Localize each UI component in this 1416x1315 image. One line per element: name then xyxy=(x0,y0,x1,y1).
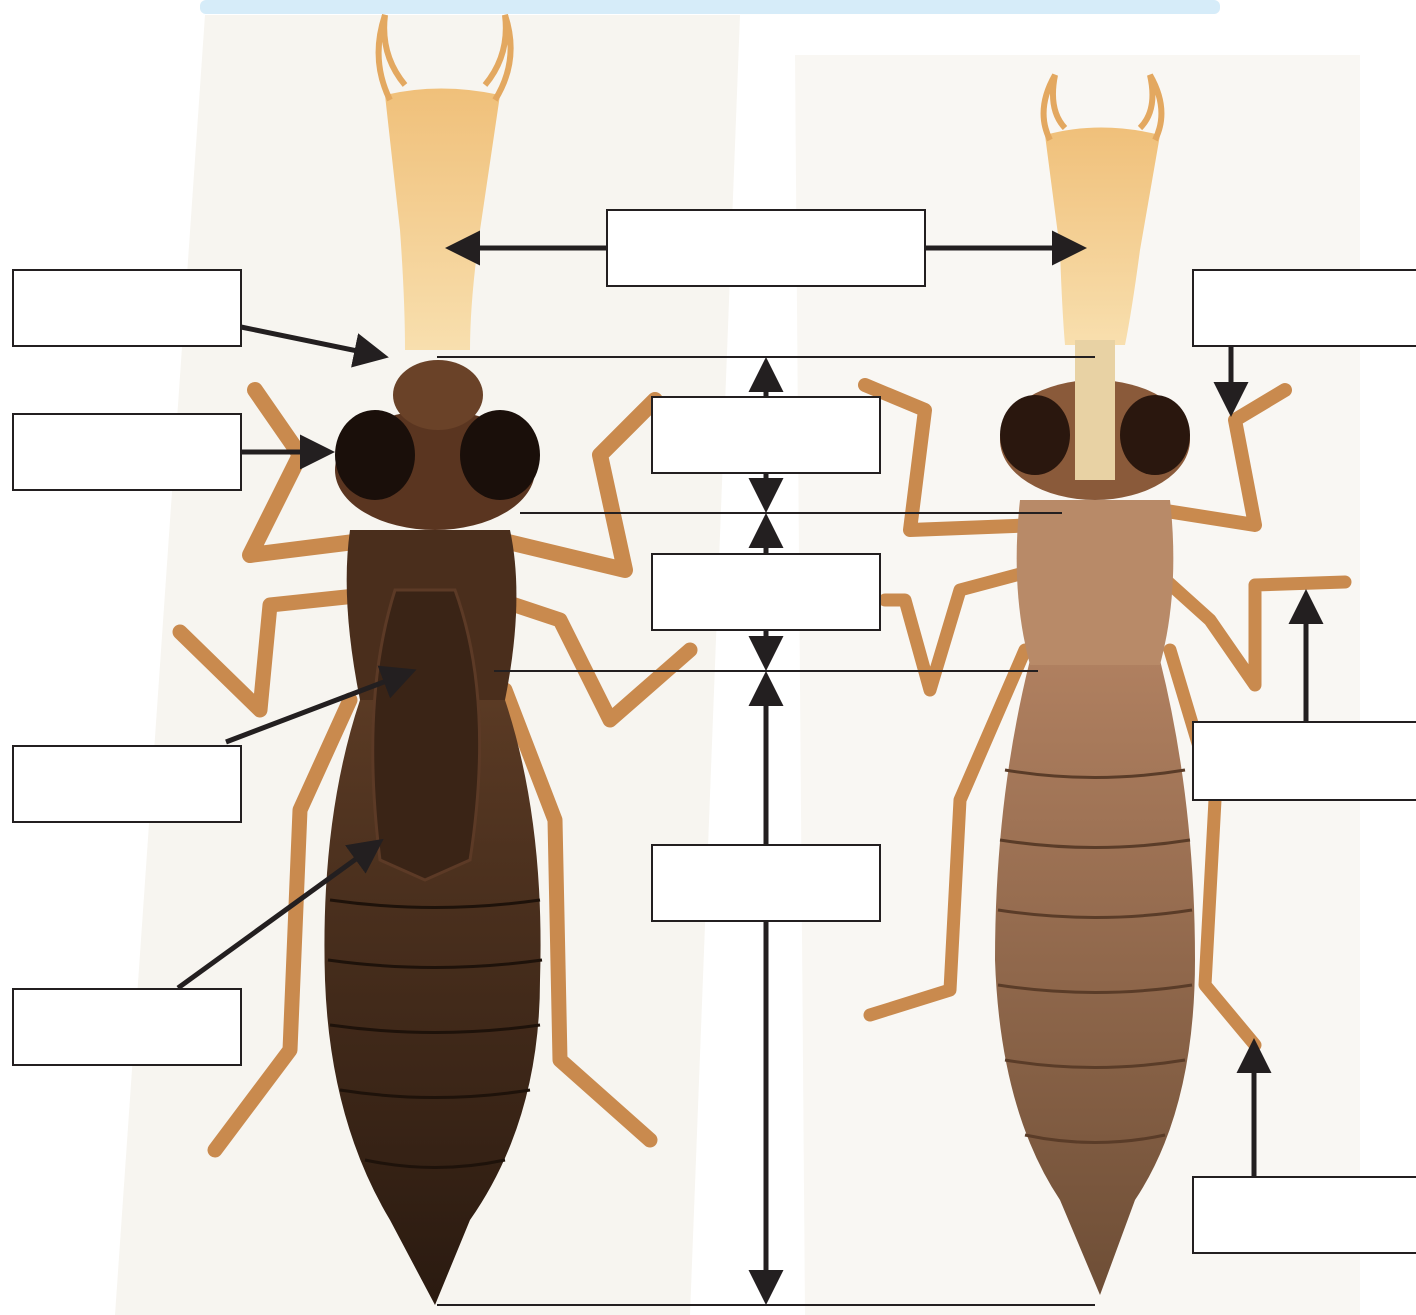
right-thorax xyxy=(1017,500,1174,665)
left-eye-right xyxy=(460,410,540,500)
head-label-box[interactable] xyxy=(651,396,881,474)
hindleg-label-box[interactable] xyxy=(1192,1176,1416,1254)
midleg-label-box[interactable] xyxy=(1192,721,1416,801)
mask-label-box[interactable] xyxy=(606,209,926,287)
abdomen-label-box[interactable] xyxy=(651,844,881,922)
labium-base-label-box[interactable] xyxy=(12,269,242,347)
top-band xyxy=(200,0,1220,14)
thorax-label-box[interactable] xyxy=(651,553,881,631)
eye-label-box[interactable] xyxy=(12,413,242,491)
right-eye-right xyxy=(1120,395,1190,475)
left-wing-pads xyxy=(373,590,480,880)
foreleg-label-box[interactable] xyxy=(1192,269,1416,347)
hindwing-pad-label-box[interactable] xyxy=(12,988,242,1066)
right-eye-left xyxy=(1000,395,1070,475)
forewing-pad-label-box[interactable] xyxy=(12,745,242,823)
left-head-front xyxy=(393,360,483,430)
right-prementum-stalk xyxy=(1075,340,1115,480)
left-eye-left xyxy=(335,410,415,500)
